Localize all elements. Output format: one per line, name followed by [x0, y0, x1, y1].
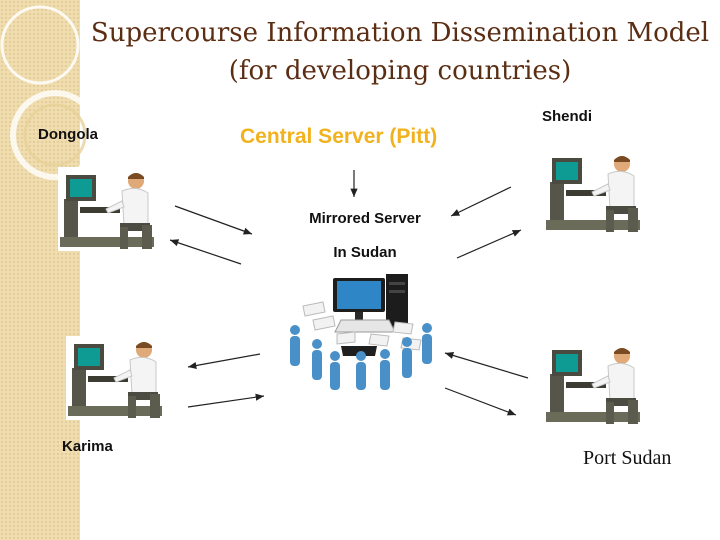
arrow-portsudan-to-mirror — [444, 351, 529, 379]
server-network-icon — [283, 272, 438, 392]
city-label-dongola: Dongola — [38, 126, 98, 143]
city-label-karima: Karima — [62, 438, 113, 455]
computer-user-icon — [544, 150, 642, 234]
sidebar-strip — [0, 0, 80, 540]
decorative-circles — [0, 5, 100, 180]
arrow-mirror-to-karima — [187, 353, 261, 370]
central-server-label: Central Server (Pitt) — [240, 125, 438, 148]
arrow-mirror-to-dongola — [169, 239, 242, 265]
slide-title-line2: (for developing countries) — [228, 56, 572, 86]
city-label-shendi: Shendi — [542, 108, 593, 125]
computer-user-icon — [66, 336, 164, 420]
mirrored-server-label: Mirrored Server — [309, 210, 421, 227]
computer-user-icon — [544, 342, 642, 426]
arrow-mirror-to-shendi — [456, 229, 522, 259]
arrow-dongola-to-mirror — [174, 205, 253, 235]
slide-title-line1: Supercourse Information Dissemination Mo… — [90, 18, 710, 48]
arrow-mirror-to-portsudan — [444, 387, 517, 416]
city-label-port-sudan: Port Sudan — [583, 447, 672, 469]
arrow-karima-to-mirror — [187, 393, 265, 408]
arrow-shendi-to-mirror — [450, 186, 512, 217]
mirrored-server-location: In Sudan — [333, 244, 397, 261]
computer-user-icon — [58, 167, 156, 251]
